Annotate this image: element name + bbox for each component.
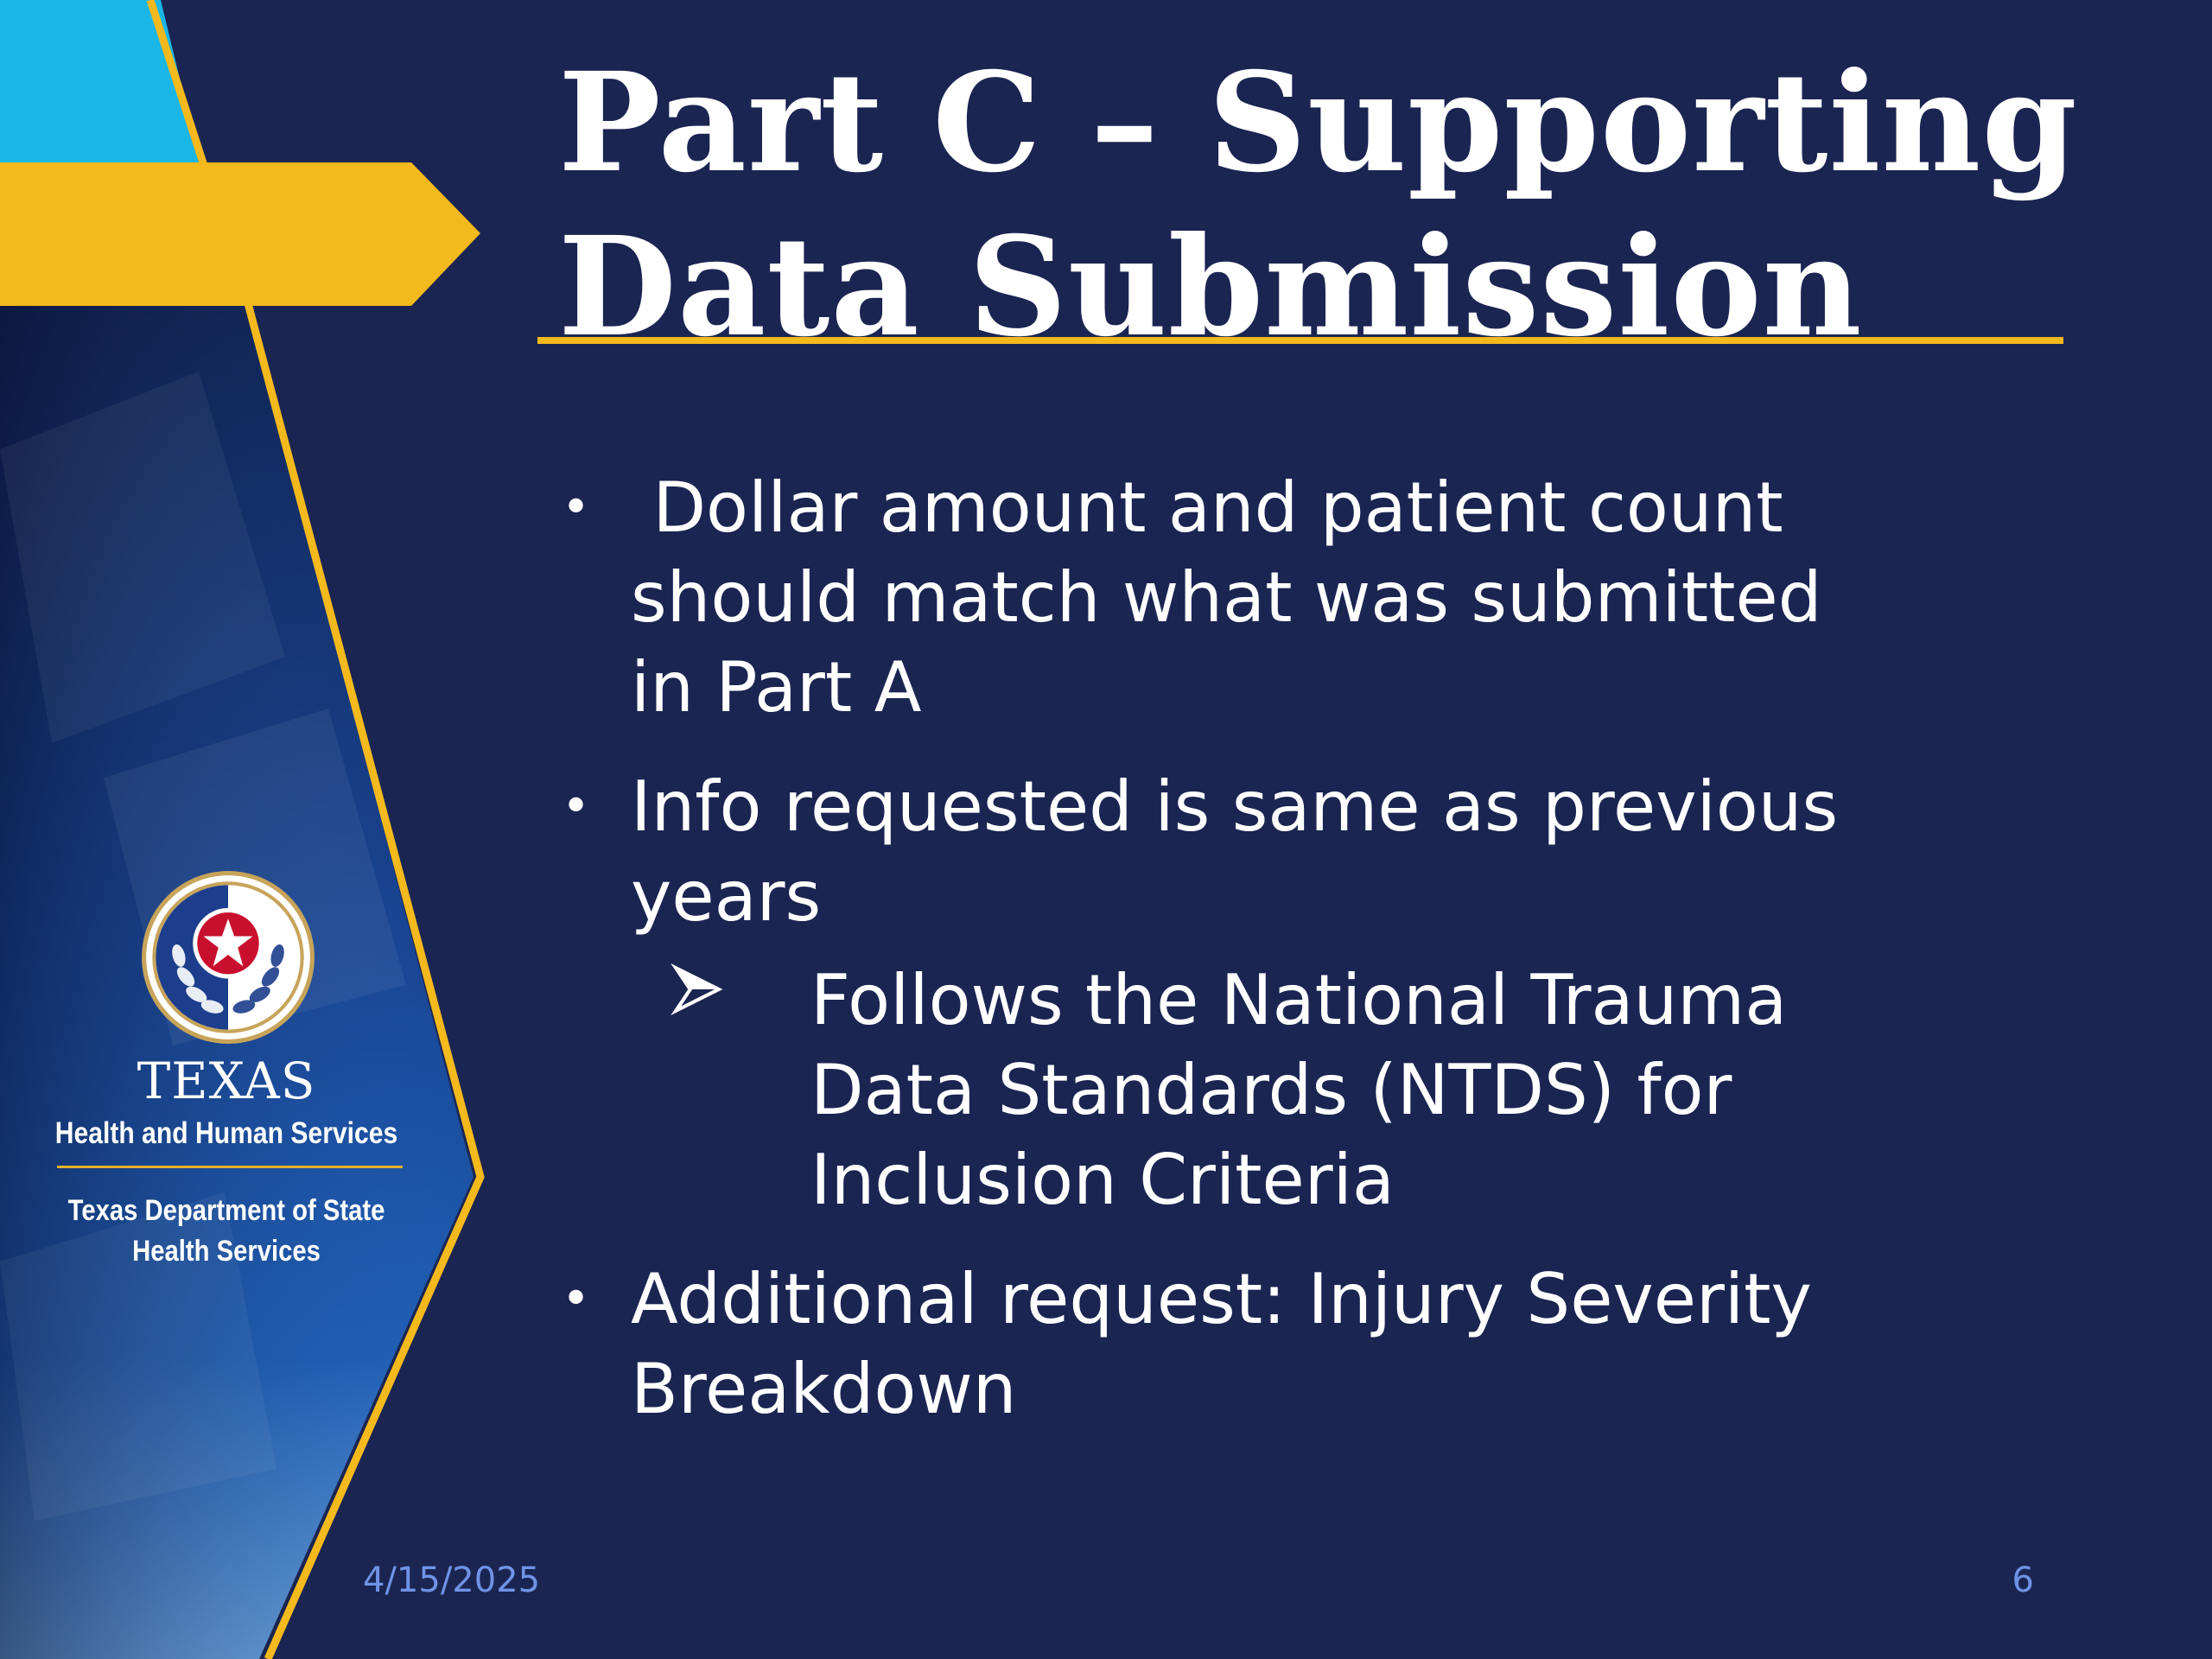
brand-dshs-line: Health Services [132,1235,321,1268]
brand-hhs-subtitle: Health and Human Services [54,1116,398,1150]
bullet-line: Breakdown [631,1349,1017,1429]
brand-texas-wordmark: TEXAS [137,1052,316,1110]
facet-1 [0,372,285,743]
bullet-line: Additional request: Injury Severity [631,1259,1812,1339]
gold-arrow-banner [0,162,480,306]
slide-body: • Dollar amount and patient count should… [553,463,2108,1464]
bullet-dot-icon: • [562,1271,591,1327]
slide-title-line: Data Submission [558,207,1863,367]
facet-3 [0,1192,276,1521]
bullet-dot-icon: • [562,480,591,536]
title-underline [537,337,2063,344]
sub-bullet-line: Data Standards (NTDS) for [810,1050,1732,1130]
bullet-item: • Info requested is same as previous yea… [553,762,2108,942]
bullet-line: Dollar amount and patient count [652,467,1783,548]
bullet-line: in Part A [631,647,922,728]
bullet-item: • Additional request: Injury Severity Br… [553,1255,2108,1434]
bullet-line: years [631,856,822,937]
sub-bullet-item: Follows the National Trauma Data Standar… [553,956,2108,1225]
bullet-item: • Dollar amount and patient count should… [553,463,2108,733]
bullet-dot-icon: • [562,779,591,835]
bullet-line: Info requested is same as previous [631,766,1839,847]
texas-star-seal-icon [142,871,315,1044]
brand-dshs-line: Texas Department of State [67,1194,385,1227]
sub-bullet-line: Inclusion Criteria [810,1140,1395,1220]
sub-bullet-line: Follows the National Trauma [810,960,1788,1040]
slide-title: Part C – Supporting Data Submission [558,41,2183,370]
brand-divider [57,1166,403,1168]
cyan-corner-shape [0,0,200,164]
brand-dshs-name: Texas Department of State Health Service… [32,1191,422,1272]
bullet-line: should match what was submitted [631,557,1822,638]
footer-page-number: 6 [2012,1560,2034,1600]
slide-title-line: Part C – Supporting [558,43,2078,203]
arrowhead-bullet-icon [671,963,723,1016]
footer-date: 4/15/2025 [363,1560,541,1600]
gold-panel-border [146,0,485,1659]
